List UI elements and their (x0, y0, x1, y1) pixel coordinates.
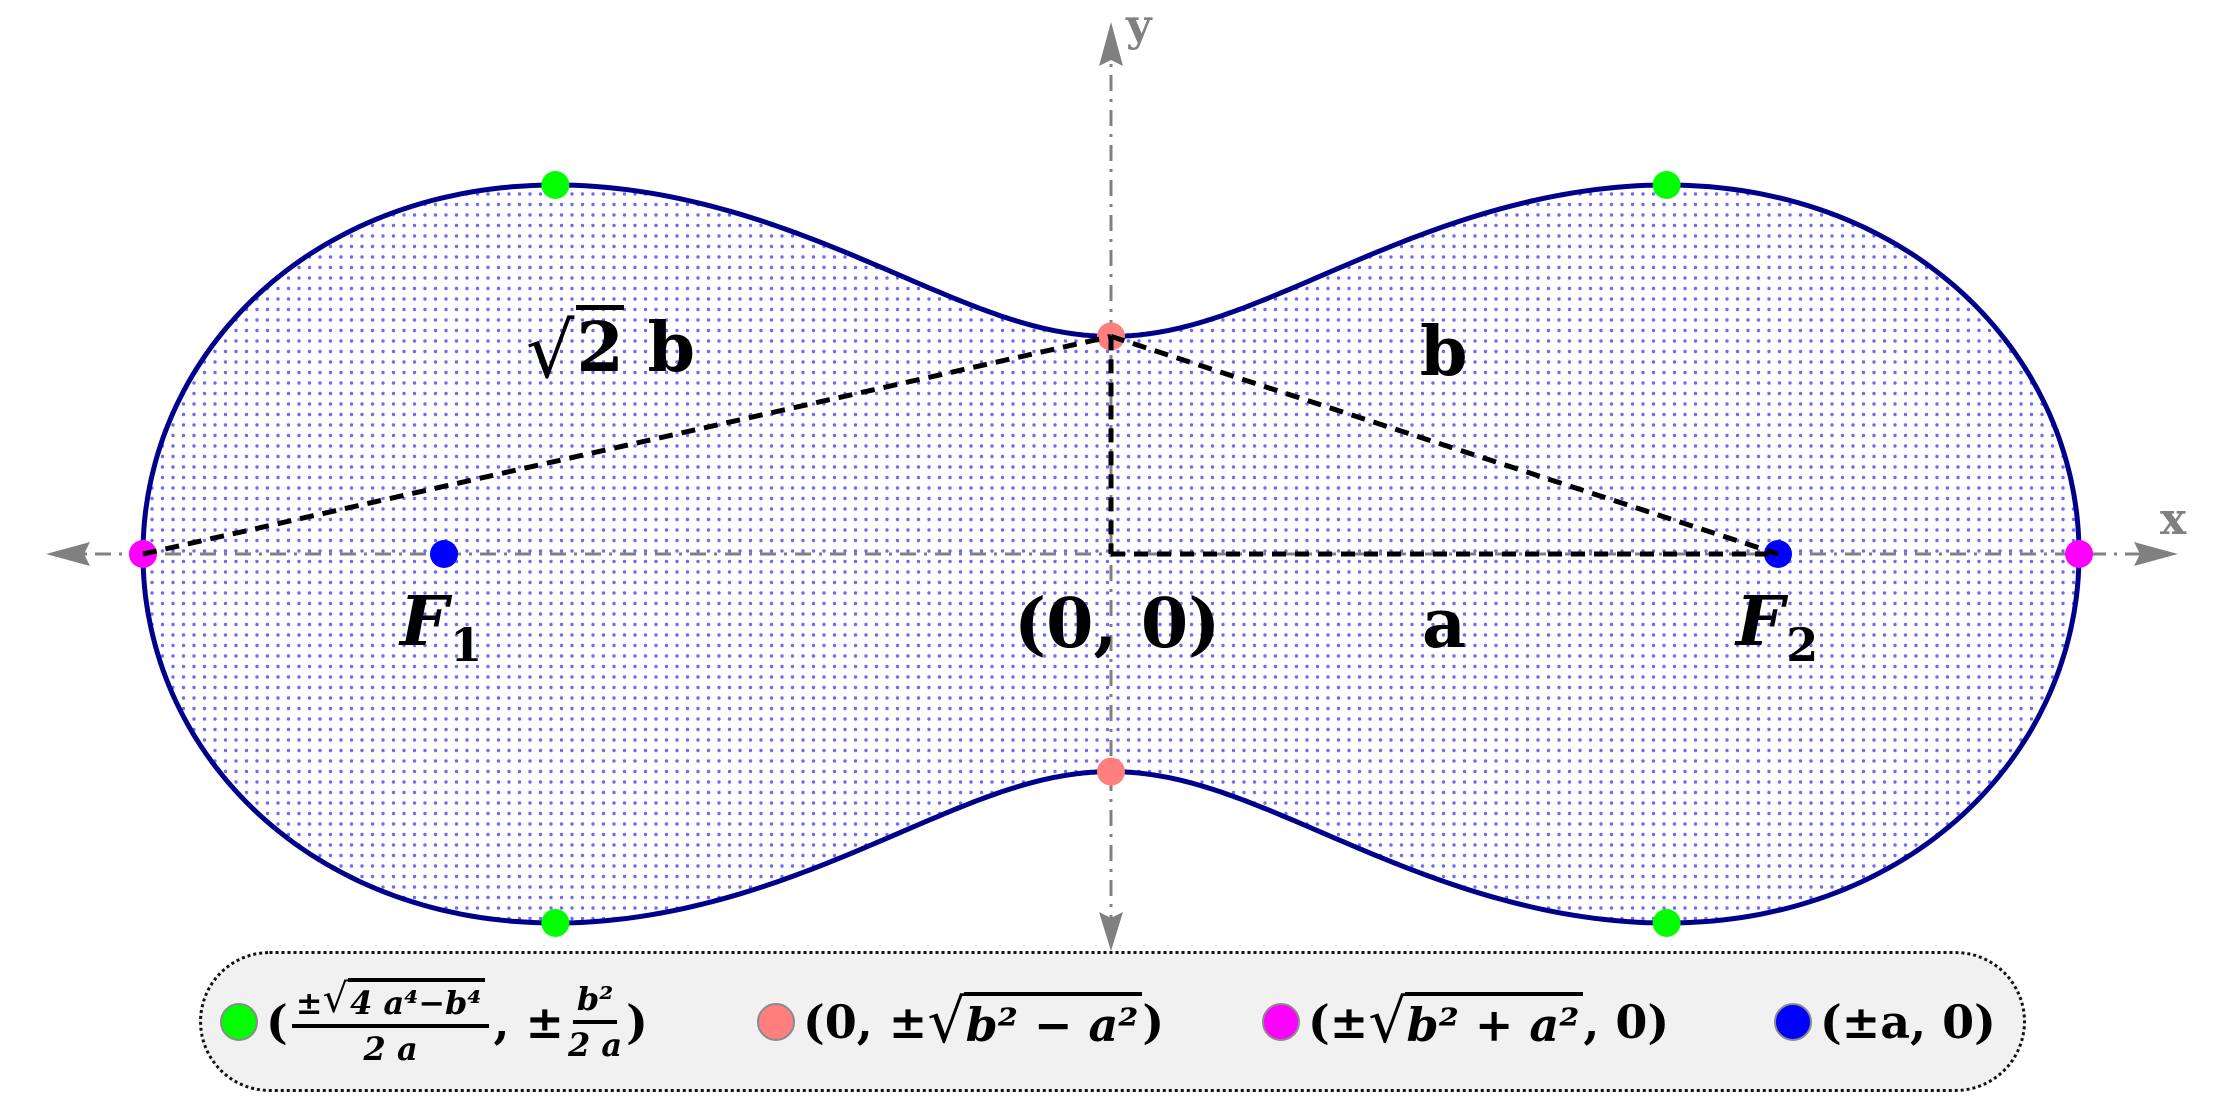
legend-item-y-intercepts: (0, ± √b² − a² ) (757, 954, 1164, 1089)
focus-point-f1 (430, 540, 458, 568)
legend-text-y-intercepts: (0, ± √b² − a² ) (803, 986, 1165, 1057)
legend-item-foci: (±a, 0) (1774, 954, 1996, 1089)
magenta-point (2065, 540, 2094, 568)
f1-sub: 1 (450, 618, 483, 672)
sqrt-symbol: √ (526, 306, 575, 395)
f2-main: F (1736, 582, 1785, 662)
label-f2: F2 (1736, 588, 1818, 668)
y-axis-down-arrow-icon (1099, 912, 1123, 951)
green-point (541, 908, 570, 937)
x-axis-right-arrow-icon (2134, 542, 2178, 566)
f1-main: F (400, 582, 449, 662)
fraction-y: b² 2 a (568, 979, 623, 1064)
x-axis-left-arrow-icon (46, 542, 90, 566)
y-axis-label: y (1126, 0, 1152, 51)
green-point (541, 171, 570, 200)
legend-item-extrema: ( ±√4 a⁴−b⁴ 2 a , ± b² 2 a ) (220, 954, 648, 1089)
segment-b (1110, 334, 1779, 557)
x-axis-label: x (2160, 494, 2187, 545)
blue-dot-icon (1774, 1002, 1812, 1041)
sqrt2b-radicand: 2 (576, 305, 624, 382)
green-dot-icon (220, 1002, 258, 1041)
label-f1: F1 (400, 588, 482, 668)
legend-text-foci: (±a, 0) (1820, 994, 1996, 1049)
key-points (128, 171, 2094, 937)
fraction-x: ±√4 a⁴−b⁴ 2 a (291, 976, 490, 1068)
salmon-dot-icon (757, 1002, 795, 1041)
y-axis-up-arrow-icon (1099, 22, 1123, 66)
label-sqrt2b: √2 b (526, 305, 695, 389)
label-origin: (0, 0) (1014, 584, 1221, 664)
segment-sqrt2b (142, 333, 1112, 557)
green-point (1652, 171, 1681, 200)
label-a: a (1422, 584, 1467, 664)
f2-sub: 2 (1786, 618, 1819, 672)
green-point (1652, 908, 1681, 937)
sqrt2b-suffix: b (647, 308, 695, 388)
salmon-point (1097, 757, 1125, 786)
legend-item-x-intercepts: (± √b² + a² , 0) (1262, 954, 1669, 1089)
label-b: b (1420, 312, 1468, 392)
legend-text-x-intercepts: (± √b² + a² , 0) (1308, 986, 1670, 1057)
construction-lines (142, 333, 1779, 557)
legend-text-extrema: ( ±√4 a⁴−b⁴ 2 a , ± b² 2 a ) (266, 975, 648, 1068)
magenta-dot-icon (1262, 1002, 1300, 1041)
legend: ( ±√4 a⁴−b⁴ 2 a , ± b² 2 a ) (0, ± √b² −… (199, 951, 2026, 1092)
